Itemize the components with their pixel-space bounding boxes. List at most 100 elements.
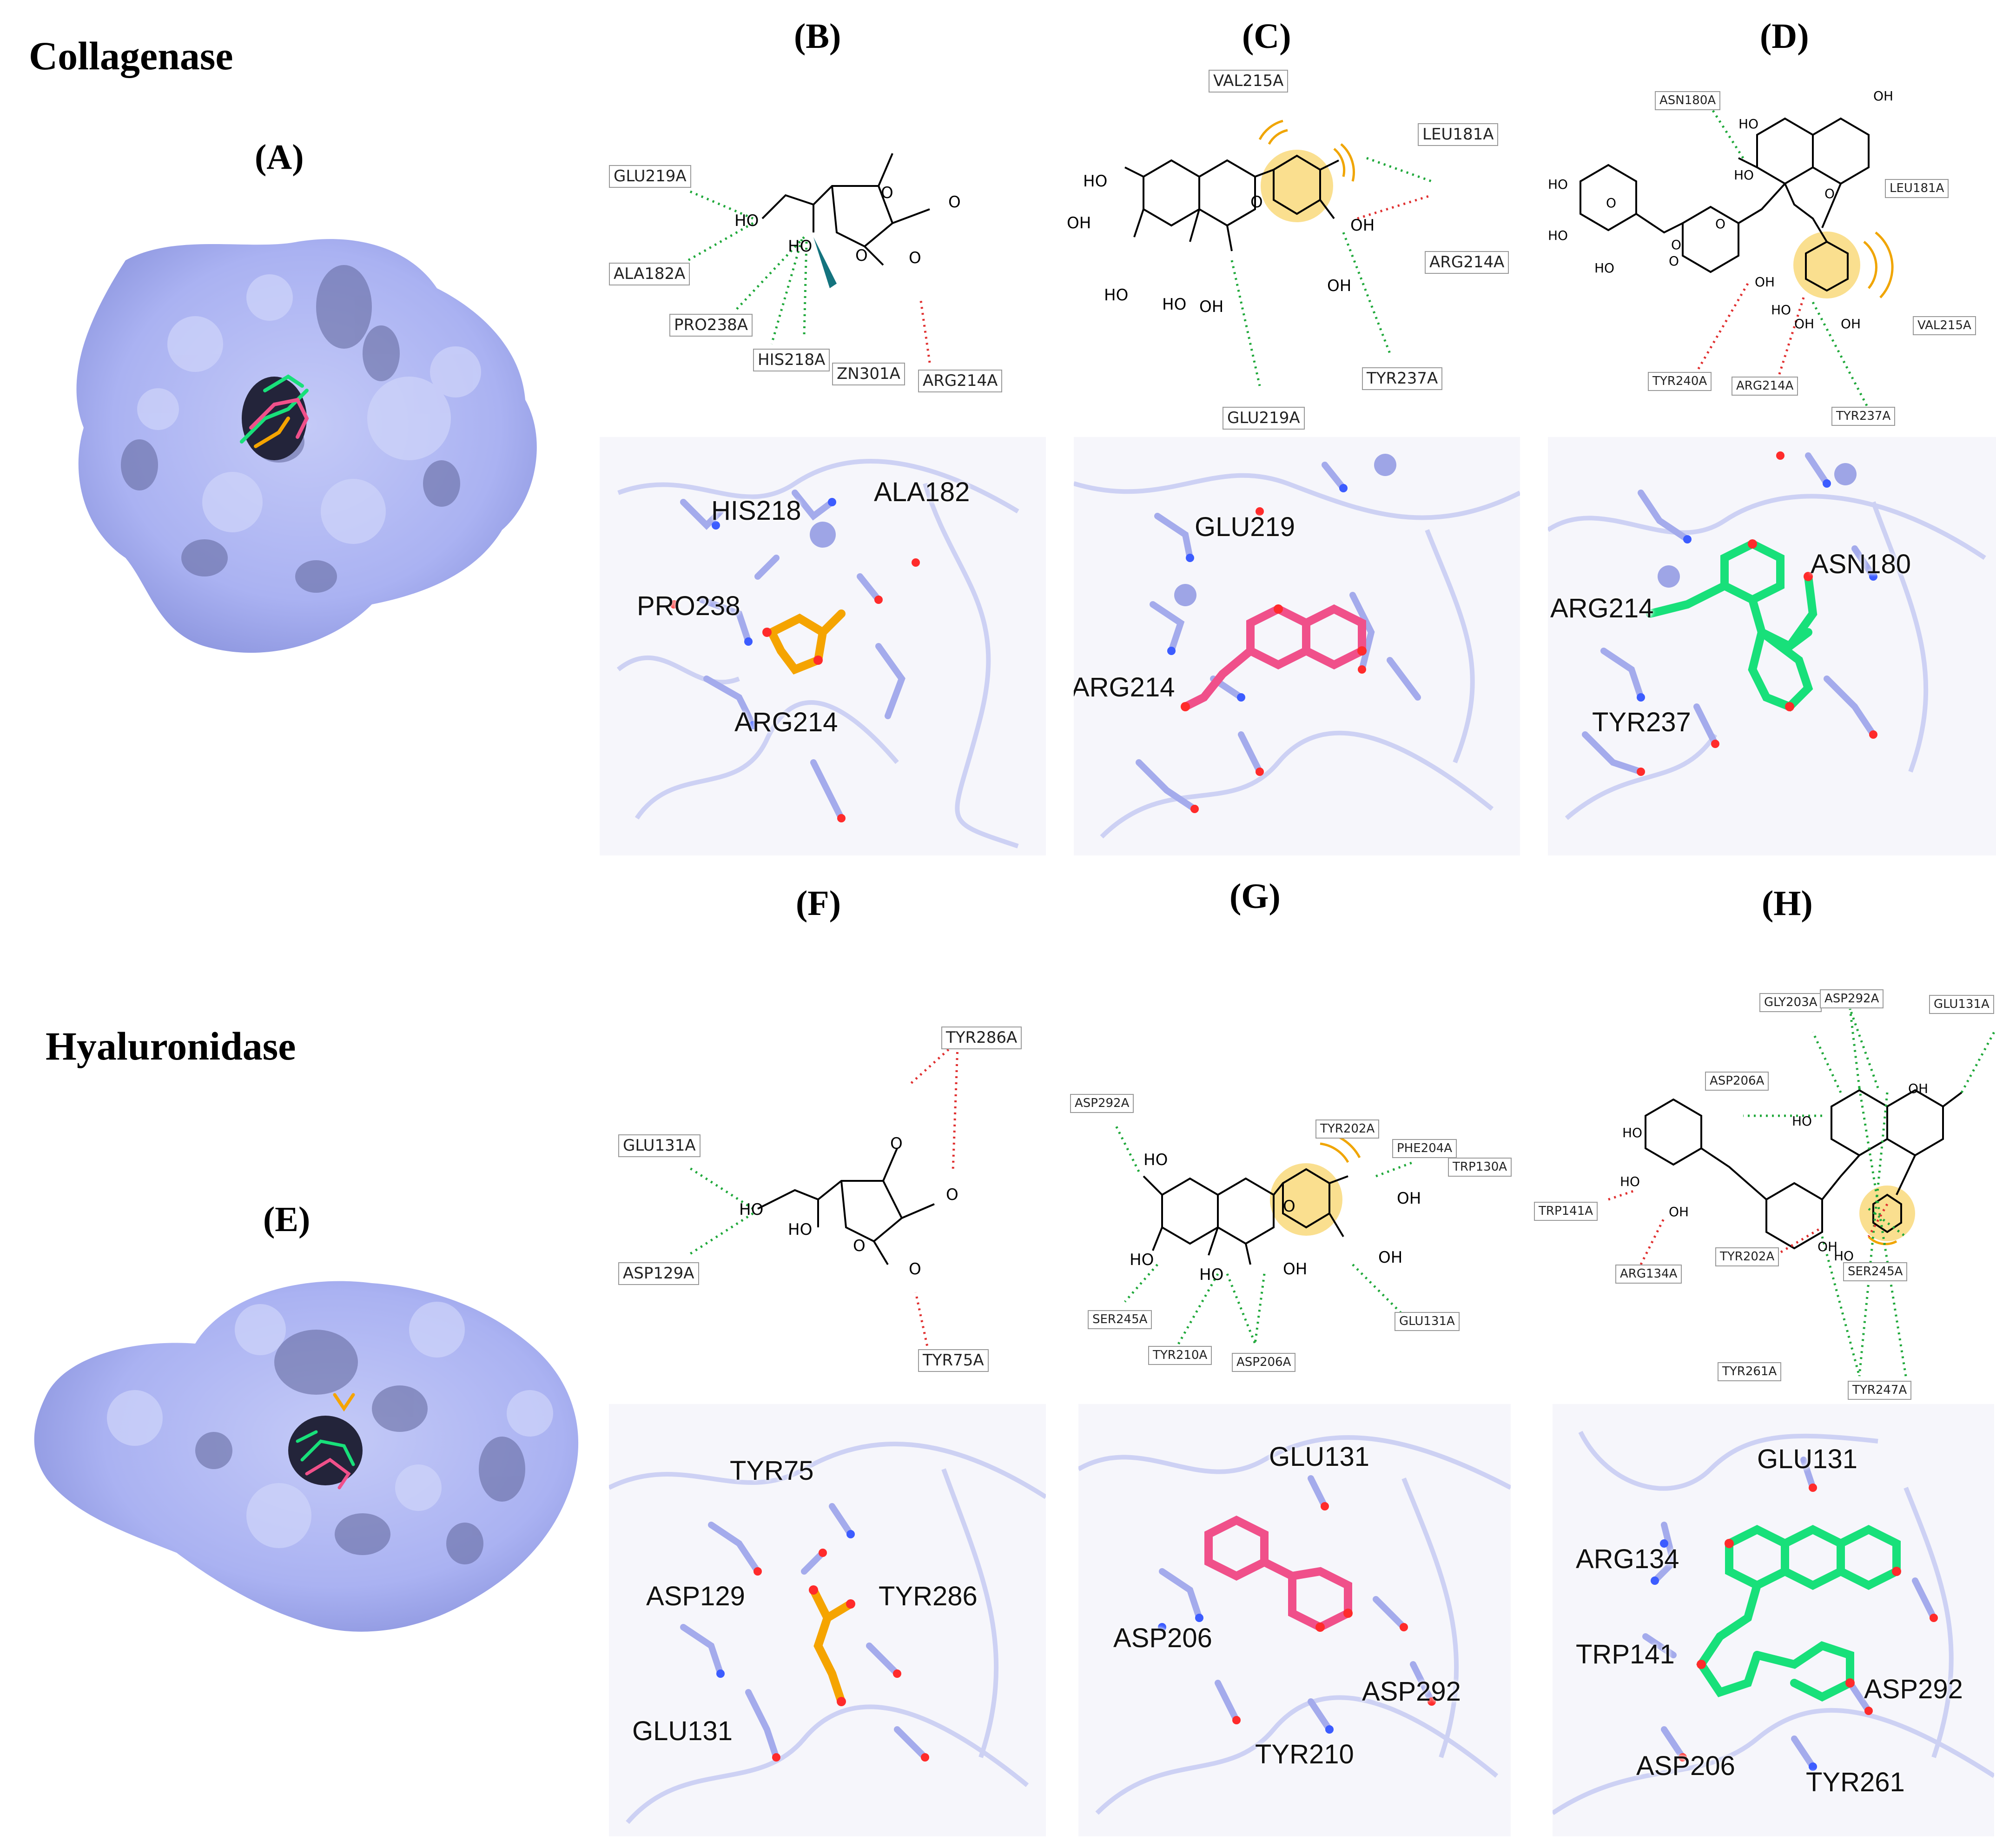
panel-f-2d-diagram [687,1040,959,1358]
atom-label: O [1250,193,1263,212]
residue-label-3d: ASN180 [1811,549,1911,579]
view-b-ribbons [616,459,1019,848]
residue-tyr202a-h: TYR202A [1715,1247,1779,1266]
atom-label: OH [1908,1081,1929,1096]
atom-label: OH [1755,274,1775,290]
panel-label-e: (E) [263,1200,311,1239]
panel-label-g: (G) [1229,877,1281,916]
residue-label-3d: ASP292 [1362,1676,1461,1707]
residue-leu181a: LEU181A [1418,123,1499,146]
residue-label-3d: HIS218 [711,496,801,526]
residue-phe204a: PHE204A [1392,1139,1457,1158]
residue-trp130a: TRP130A [1448,1158,1512,1177]
atom-label: O [1283,1197,1295,1216]
atom-label: O [881,184,893,202]
atom-label: O [1715,216,1726,232]
atom-label: O [909,1260,921,1278]
panel-b-2d-diagram [687,153,931,363]
residue-label-3d: TYR75 [730,1456,814,1486]
atom-label: HO [1104,286,1129,305]
section-title-collagenase: Collagenase [29,33,233,78]
atom-label: HO [788,1220,813,1239]
residue-tyr247a: TYR247A [1848,1381,1912,1400]
residue-glu219a-c: GLU219A [1223,407,1305,430]
atom-label: HO [1162,295,1187,314]
atom-label: HO [1548,228,1568,243]
atom-label: O [946,1186,958,1204]
residue-label-3d: PRO238 [637,591,740,621]
residue-his218a: HIS218A [753,349,830,372]
residue-tyr210a: TYR210A [1148,1346,1212,1365]
residue-label-3d: TYR237 [1592,707,1691,737]
residue-label-3d: ARG214 [1550,593,1654,623]
atom-label: OH [1669,1204,1689,1219]
atom-label: O [1671,237,1682,252]
residue-arg214a-d: ARG214A [1732,377,1798,396]
panel-label-c: (C) [1242,17,1291,56]
panel-label-a: (A) [255,138,304,177]
atom-label: O [1606,195,1617,211]
residue-asn180a: ASN180A [1655,91,1721,110]
residue-label-3d: TYR286 [879,1581,978,1611]
residue-asp129a: ASP129A [618,1262,699,1285]
collagenase-surface [76,239,537,653]
atom-label: O [890,1134,903,1153]
section-title-hyaluronidase: Hyaluronidase [46,1024,296,1068]
residue-glu131a: GLU131A [618,1134,701,1158]
atom-label: OH [1794,316,1815,331]
atom-label: OH [1397,1189,1421,1208]
residue-trp141a: TRP141A [1534,1202,1598,1221]
residue-glu131a-h: GLU131A [1929,995,1994,1014]
residue-label-3d: TYR210 [1255,1739,1354,1769]
atom-label: HO [1620,1174,1640,1189]
residue-tyr75a: TYR75A [918,1349,989,1372]
view-c-3d-pocket: GLU219 ARG214 [1074,437,1520,855]
residue-leu181a-d: LEU181A [1885,179,1949,198]
residue-gly203a: GLY203A [1759,993,1822,1012]
panel-label-h: (H) [1762,884,1813,923]
residue-asp206a: ASP206A [1232,1353,1296,1372]
residue-label-3d: ASP292 [1864,1674,1963,1704]
residue-tyr240a: TYR240A [1648,372,1712,391]
residue-label-3d: GLU131 [1269,1442,1370,1472]
atom-label: HO [1771,302,1791,318]
atom-label: HO [1083,172,1108,191]
view-d-ribbons [1548,451,1986,820]
residue-label-3d: ARG214 [734,707,838,737]
residue-ser245a-h: SER245A [1843,1262,1908,1281]
residue-label-3d: ARG134 [1576,1544,1679,1574]
atom-label: HO [1734,167,1754,183]
residue-asp292a: ASP292A [1070,1094,1134,1113]
view-g-ribbons [1078,1435,1511,1815]
residue-label-3d: ALA182 [874,477,970,507]
atom-label: OH [1067,214,1091,232]
panel-label-f: (F) [796,884,841,923]
panel-h-2d-diagram [1608,1008,1996,1377]
residue-glu131a-g: GLU131A [1395,1312,1460,1331]
view-g-3d-pocket: GLU131 ASP206 ASP292 TYR210 [1078,1404,1511,1836]
residue-tyr202a: TYR202A [1315,1119,1380,1139]
atom-label: HO [739,1200,764,1219]
atom-label: HO [1594,260,1615,276]
atom-label: OH [1350,216,1375,235]
residue-zn301a: ZN301A [832,363,905,386]
atom-label: HO [734,212,759,230]
panel-c-2d-diagram [1124,119,1432,386]
atom-label: O [853,1237,866,1255]
atom-label: O [1669,253,1679,269]
atom-label: HO [1130,1251,1154,1269]
panel-label-d: (D) [1760,17,1809,56]
atom-label: OH [1873,88,1894,104]
atom-label: OH [1378,1248,1403,1267]
atom-label: OH [1327,277,1352,295]
residue-asp292a-h: ASP292A [1820,989,1884,1008]
atom-label: HO [1834,1248,1854,1264]
residue-label-3d: GLU131 [632,1716,733,1746]
residue-arg214a-c: ARG214A [1425,251,1509,274]
atom-label: HO [1738,116,1759,132]
atom-label: O [909,249,921,267]
residue-tyr261a: TYR261A [1718,1362,1782,1381]
atom-label: OH [1283,1260,1308,1278]
view-f-3d-pocket: TYR75 ASP129 TYR286 GLU131 [609,1404,1046,1836]
residue-pro238a: PRO238A [669,314,753,337]
